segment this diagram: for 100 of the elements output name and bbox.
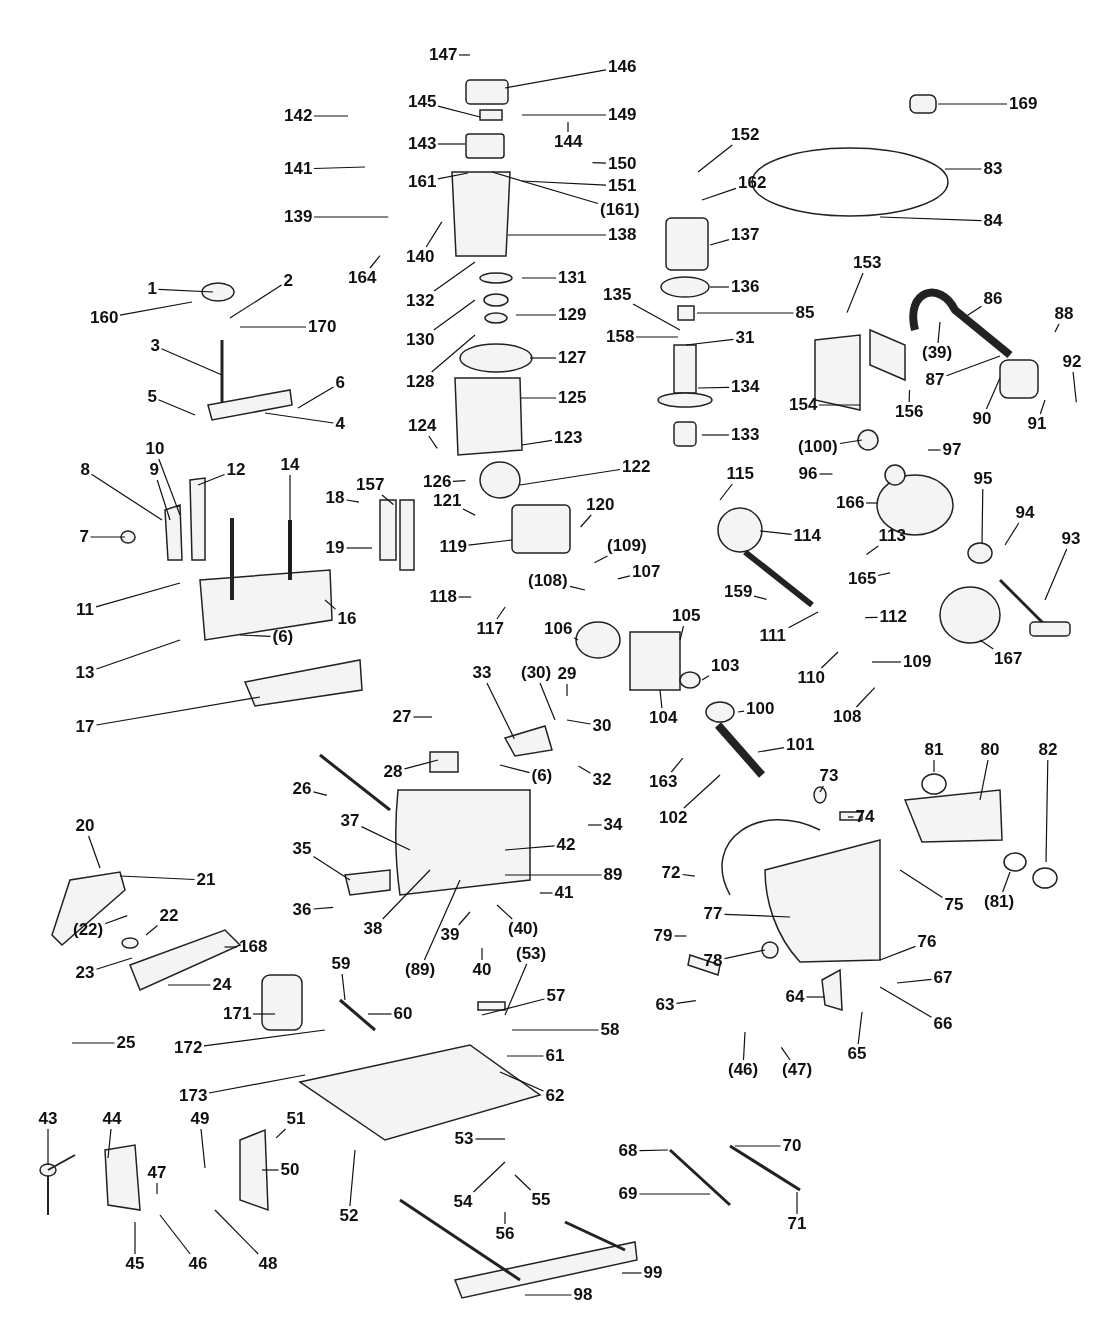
leader-line — [511, 1029, 600, 1031]
leader-line — [780, 1046, 791, 1061]
leader-line — [88, 835, 101, 869]
leader-line — [587, 824, 603, 826]
callout-number: 153 — [853, 253, 882, 273]
leader-line — [697, 386, 730, 389]
leader-line — [289, 474, 291, 576]
callout-number: 31 — [735, 328, 755, 348]
callout-number: 49 — [190, 1109, 210, 1129]
leader-line — [638, 1193, 711, 1195]
leader-line — [349, 1149, 356, 1207]
leader-line — [95, 957, 133, 970]
callout-number: 26 — [292, 779, 312, 799]
leader-line — [580, 514, 592, 528]
leader-line — [496, 606, 506, 620]
leader-line — [877, 572, 891, 577]
callout-number: 55 — [531, 1190, 551, 1210]
leader-line — [200, 1128, 206, 1169]
leader-line — [855, 687, 876, 708]
leader-line — [757, 747, 785, 753]
callout-number: 149 — [608, 105, 637, 125]
callout-number: 70 — [782, 1136, 802, 1156]
callout-number: 137 — [731, 225, 760, 245]
callout-number: 104 — [649, 708, 678, 728]
callout-number: 105 — [672, 606, 701, 626]
leader-line — [701, 434, 730, 436]
leader-line — [367, 1013, 393, 1015]
leader-line — [679, 625, 685, 641]
leader-line — [847, 816, 855, 818]
leader-line — [47, 1128, 49, 1166]
leader-line — [979, 759, 989, 801]
leader-line — [297, 386, 335, 409]
callout-number: 34 — [603, 815, 623, 835]
callout-number: 83 — [983, 159, 1003, 179]
leader-line — [412, 716, 433, 718]
leader-line — [529, 357, 557, 359]
callout-number: 74 — [855, 807, 875, 827]
leader-line — [567, 121, 569, 133]
callout-number: 92 — [1062, 352, 1082, 372]
leader-line — [696, 312, 795, 314]
leader-line — [437, 143, 466, 145]
callout-number: 142 — [284, 106, 313, 126]
callout-number: 109 — [903, 652, 932, 672]
leader-line — [95, 639, 181, 670]
callout-number: 121 — [433, 491, 462, 511]
callout-number: 30 — [592, 716, 612, 736]
callout-number: 62 — [545, 1086, 565, 1106]
callout-number: 71 — [787, 1214, 807, 1234]
leader-line — [496, 904, 513, 920]
leader-line — [208, 1074, 306, 1094]
leader-line — [275, 1128, 287, 1139]
callout-number: 103 — [711, 656, 740, 676]
callout-number: (161) — [600, 200, 640, 220]
callout-number: 140 — [406, 247, 435, 267]
leader-line — [839, 439, 863, 445]
leader-line — [566, 719, 592, 725]
leader-line — [159, 1214, 191, 1255]
leader-line — [197, 473, 226, 486]
callout-number: 150 — [608, 154, 637, 174]
leader-line — [1039, 399, 1046, 415]
leader-line — [723, 949, 766, 960]
leader-line — [261, 1169, 280, 1171]
callout-number: 16 — [337, 609, 357, 629]
callout-number: 170 — [308, 317, 337, 337]
callout-number: 28 — [383, 762, 403, 782]
leader-line — [927, 449, 942, 451]
leader-line — [157, 288, 214, 293]
leader-line — [573, 637, 579, 641]
leader-line — [145, 924, 159, 936]
leader-line — [673, 935, 688, 937]
leader-line — [499, 764, 531, 774]
callout-number: 110 — [797, 668, 825, 688]
callout-number: 130 — [406, 330, 435, 350]
leader-line — [486, 682, 515, 740]
callout-number: 99 — [643, 1263, 663, 1283]
callout-number: 167 — [994, 649, 1023, 669]
callout-number: 108 — [833, 707, 862, 727]
leader-line — [519, 468, 621, 486]
leader-line — [871, 661, 902, 663]
leader-line — [474, 1138, 506, 1140]
callout-number: (30) — [521, 663, 552, 683]
leader-line — [167, 984, 212, 986]
leader-line — [933, 759, 935, 773]
callout-number: 117 — [476, 619, 504, 639]
callout-number: 125 — [558, 388, 587, 408]
leader-line — [90, 473, 163, 521]
callout-number: (47) — [782, 1060, 813, 1080]
callout-number: 96 — [798, 464, 818, 484]
leader-line — [865, 502, 879, 504]
leader-line — [737, 710, 745, 713]
leader-line — [879, 945, 917, 961]
callout-number: 146 — [608, 57, 637, 77]
callout-number: 81 — [924, 740, 944, 760]
leader-line — [818, 404, 861, 406]
leader-line — [685, 338, 735, 346]
leader-line — [1004, 522, 1020, 546]
callout-number: 124 — [408, 416, 437, 436]
leader-line — [437, 172, 469, 180]
callout-number: 171 — [223, 1004, 252, 1024]
leader-line — [723, 913, 791, 918]
